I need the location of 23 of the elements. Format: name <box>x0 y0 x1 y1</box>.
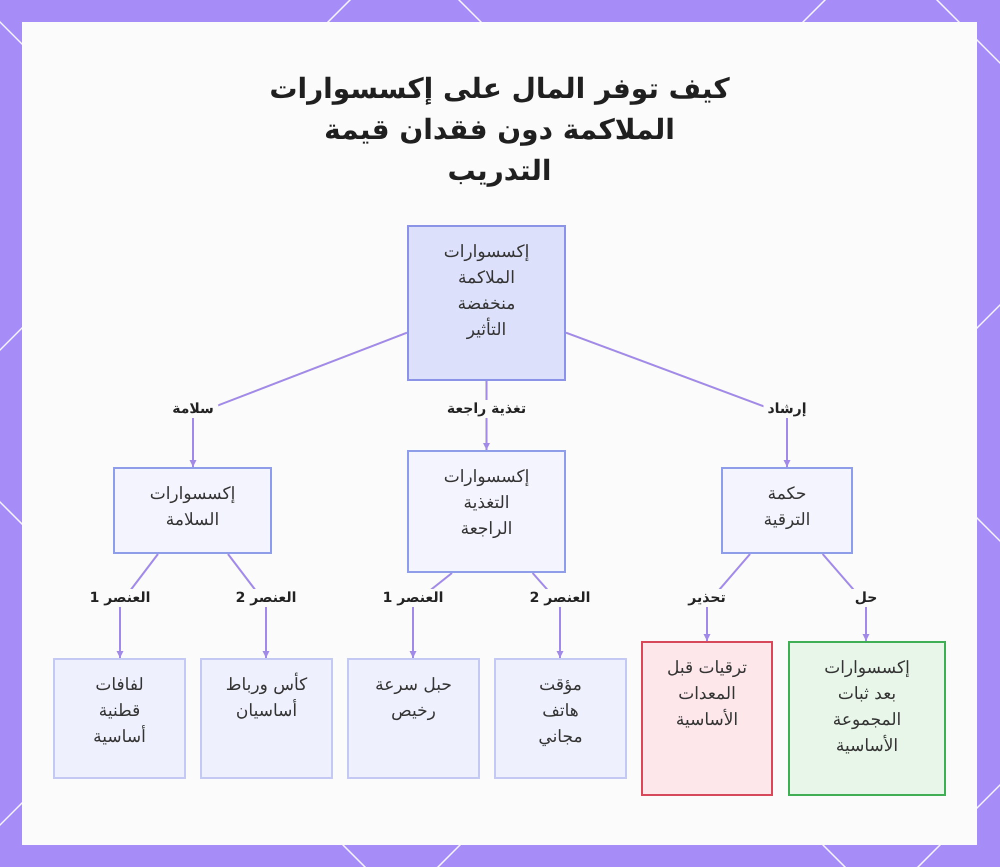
title: كيف توفر المال على إكسسوارات الملاكمة دون فقدان قيمة التدريب <box>268 71 731 189</box>
process-box <box>641 641 773 796</box>
process-box <box>721 467 853 554</box>
node-text: حكمة الترقية <box>762 483 812 532</box>
node-text: إكسسوارات الملاكمة منخفضة التأثير <box>442 241 530 342</box>
node-text: ترقيات قبل المعدات الأساسية <box>666 657 748 732</box>
process-box <box>113 467 272 554</box>
process-box <box>347 658 480 779</box>
connector-arrow <box>566 332 790 467</box>
process-box <box>494 658 627 779</box>
connector-arrow <box>190 332 408 467</box>
node-text: إكسسوارات بعد ثبات المجموعة الأساسية <box>823 657 911 758</box>
node-text: إكسسوارات التغذية الراجعة <box>442 466 530 541</box>
process-box <box>407 450 566 573</box>
node-text: لفافات قطنية أساسية <box>92 674 147 749</box>
node-text: كأس ورباط أساسيان <box>216 672 316 724</box>
process-box <box>407 225 566 381</box>
process-box <box>53 658 186 779</box>
node-text: حبل سرعة رخيص <box>374 674 453 723</box>
process-box <box>788 641 946 796</box>
node-text: مؤقت هاتف مجاني <box>537 674 584 749</box>
process-box <box>200 658 333 779</box>
node-text: إكسسوارات السلامة <box>148 483 236 532</box>
